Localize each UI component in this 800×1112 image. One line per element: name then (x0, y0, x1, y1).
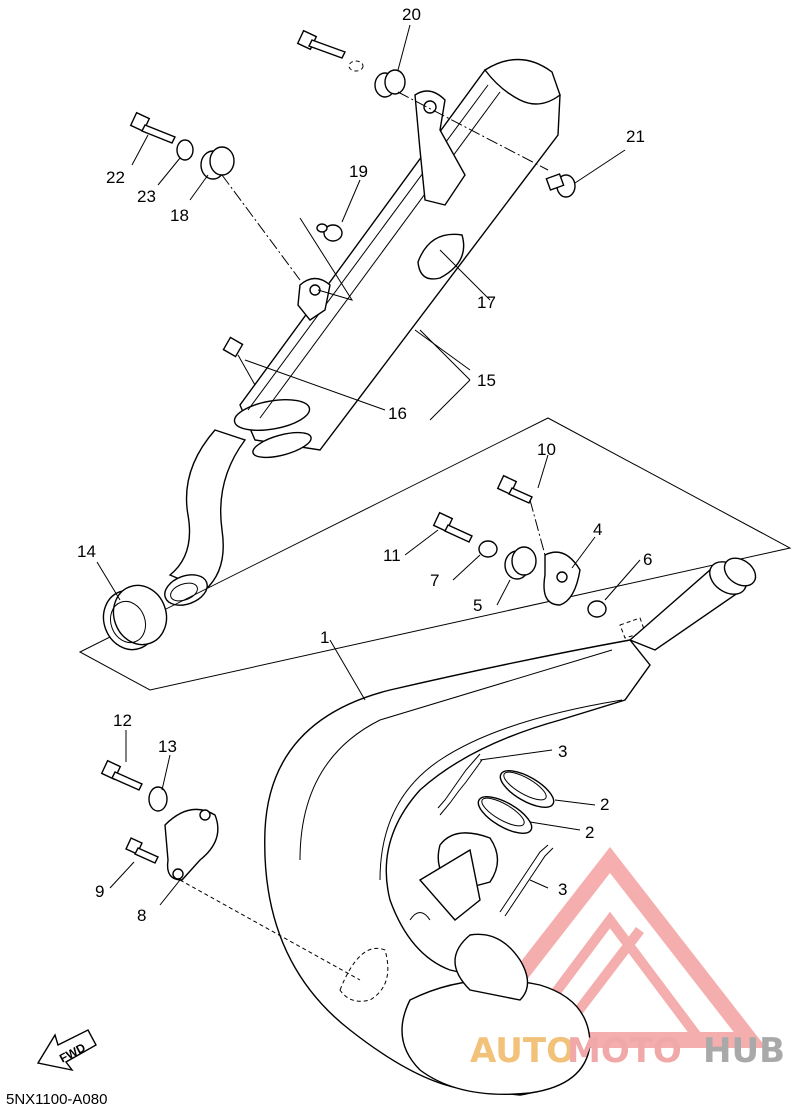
callout-3a: 3 (558, 742, 567, 761)
callout-15: 15 (477, 371, 496, 390)
watermark-text: AUTO MOTO HUB (470, 1031, 785, 1071)
callout-8: 8 (137, 906, 146, 925)
muffler-body (239, 69, 561, 451)
callout-20: 20 (402, 5, 421, 24)
callout-2b: 2 (585, 823, 594, 842)
muffler-front-bracket (297, 277, 331, 321)
diagram-code: 5NX1100-A080 (6, 1091, 107, 1108)
seal-rings (477, 770, 555, 834)
gasket-14 (102, 584, 168, 651)
springs (437, 753, 554, 917)
callout-7: 7 (430, 571, 439, 590)
callout-21: 21 (626, 127, 645, 146)
watermark-moto: MOTO (567, 1031, 682, 1071)
watermark-auto: AUTO (470, 1031, 575, 1071)
callout-22: 22 (106, 168, 125, 187)
muffler-assembly (164, 58, 561, 606)
callout-19: 19 (349, 162, 368, 181)
bottom-bracket (100, 759, 361, 981)
callout-13: 13 (158, 737, 177, 756)
bolt-20-area (296, 29, 406, 98)
callout-5: 5 (473, 596, 482, 615)
callout-17: 17 (477, 293, 496, 312)
callout-3b: 3 (558, 880, 567, 899)
callout-23: 23 (137, 187, 156, 206)
watermark-hub: HUB (703, 1031, 785, 1071)
muffler-inlet-pipe (168, 429, 247, 591)
callout-9: 9 (95, 882, 104, 901)
callout-11: 11 (383, 546, 401, 565)
callout-10: 10 (537, 440, 556, 459)
muffler-bracket (414, 90, 466, 206)
callout-1: 1 (320, 628, 329, 647)
clamp-hardware (432, 474, 646, 639)
fwd-arrow: FWD (36, 1029, 97, 1072)
callout-12: 12 (113, 711, 132, 730)
muffler-label-plate (417, 233, 465, 280)
callout-2a: 2 (600, 795, 609, 814)
callout-14: 14 (77, 542, 96, 561)
callout-18: 18 (170, 206, 189, 225)
hardware-frame (78, 417, 792, 691)
top-hardware (129, 29, 576, 386)
callout-4: 4 (593, 520, 602, 539)
leader-lines (96, 24, 641, 906)
exhaust-pipe (264, 557, 757, 1096)
callout-labels: 1 2 2 3 3 4 5 6 7 8 9 10 11 12 13 14 15 … (77, 5, 652, 925)
callout-16: 16 (388, 404, 407, 423)
callout-6: 6 (643, 550, 652, 569)
